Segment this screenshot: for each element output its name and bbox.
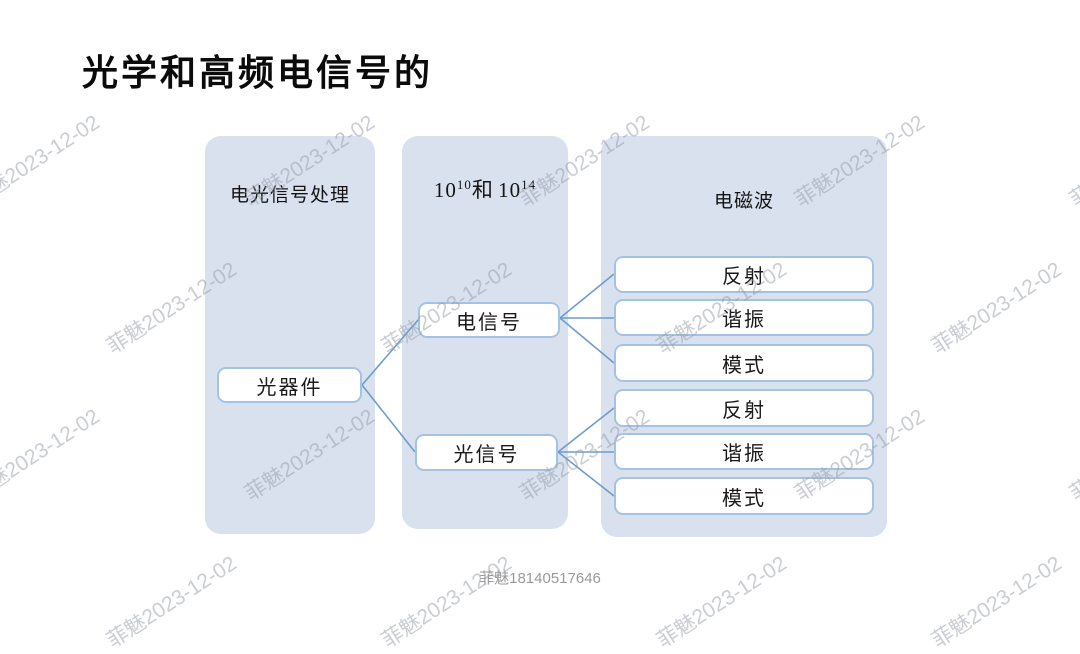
footer-watermark-id: 菲魅18140517646: [479, 570, 601, 587]
panel-2-header: 1010和 1014: [402, 174, 568, 204]
freq-conjunction: 和: [471, 178, 499, 202]
diagonal-watermark: 菲魅2023-12-02: [652, 551, 791, 653]
node-electrical-signal: 电信号: [418, 302, 560, 338]
freq-exponent-1: 10: [456, 177, 472, 192]
node-reflection-optical: 反射: [614, 389, 874, 427]
slide-title: 光学和高频电信号的: [82, 52, 434, 93]
freq-base-1: 10: [433, 178, 457, 202]
diagonal-watermark: 菲魅2023-12-02: [0, 110, 104, 212]
diagonal-watermark: 菲魅2023-12-02: [1065, 404, 1080, 506]
node-optical-signal: 光信号: [415, 434, 558, 471]
node-mode-optical: 模式: [614, 477, 874, 515]
node-mode-electrical: 模式: [614, 344, 874, 382]
node-reflection-electrical: 反射: [614, 256, 874, 293]
panel-electro-optic-processing: 电光信号处理: [205, 136, 375, 534]
diagonal-watermark: 菲魅2023-12-02: [102, 551, 241, 653]
node-resonance-electrical: 谐振: [614, 299, 874, 336]
freq-base-2: 10: [498, 178, 522, 202]
panel-electromagnetic-wave: 电磁波: [601, 136, 887, 537]
node-optical-device: 光器件: [217, 367, 362, 403]
panel-3-header: 电磁波: [713, 191, 774, 212]
diagonal-watermark: 菲魅2023-12-02: [927, 551, 1066, 653]
freq-exponent-2: 14: [521, 177, 537, 192]
diagonal-watermark: 菲魅2023-12-02: [377, 551, 516, 653]
panel-1-header: 电光信号处理: [229, 185, 350, 206]
diagonal-watermark: 菲魅2023-12-02: [1065, 110, 1080, 212]
diagonal-watermark: 菲魅2023-12-02: [0, 404, 104, 506]
node-resonance-optical: 谐振: [614, 433, 874, 470]
diagonal-watermark: 菲魅2023-12-02: [927, 257, 1066, 359]
